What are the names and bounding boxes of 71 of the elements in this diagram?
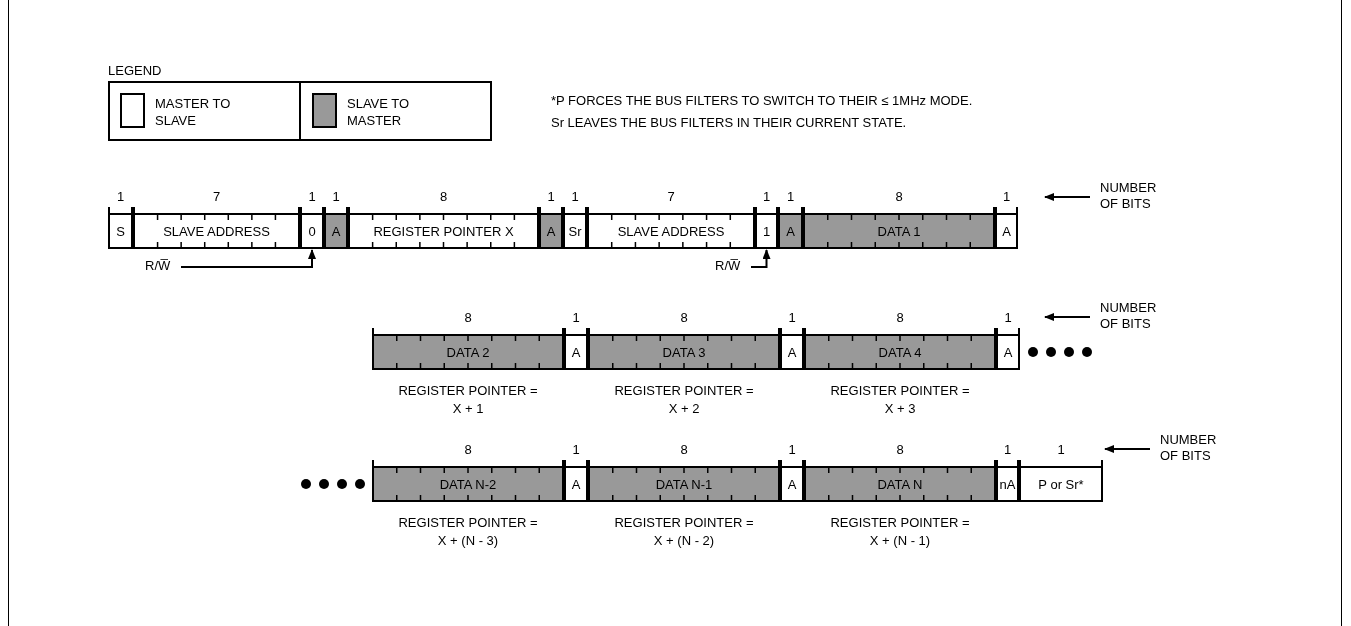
bit-count: 1 <box>331 189 341 204</box>
signal-label: R/W̅ <box>145 258 179 274</box>
leader-line <box>1104 445 1151 453</box>
bit-field: A <box>564 334 588 370</box>
bit-count: 1 <box>1001 189 1012 204</box>
bit-field: SLAVE ADDRESS <box>587 213 755 249</box>
bit-count: 8 <box>463 310 473 325</box>
annotation-text: NUMBER OF BITS <box>1160 432 1232 464</box>
bit-count: 8 <box>895 442 905 457</box>
bit-field: DATA 1 <box>803 213 995 249</box>
bit-field: A <box>780 466 804 502</box>
bit-count: 1 <box>570 189 580 204</box>
leader-line <box>1044 193 1091 201</box>
register-pointer-caption: REGISTER POINTER = X + 3 <box>829 382 971 418</box>
bit-field: REGISTER POINTER X <box>348 213 539 249</box>
register-pointer-caption: REGISTER POINTER = X + (N - 1) <box>829 514 971 550</box>
bit-count: 1 <box>787 442 797 457</box>
bit-count: 1 <box>115 189 126 204</box>
bit-count: 1 <box>787 310 797 325</box>
bit-count: 1 <box>1002 442 1013 457</box>
bit-field: A <box>995 213 1018 249</box>
annotation-text: NUMBER OF BITS <box>1100 180 1172 212</box>
bit-count: 1 <box>1003 310 1013 325</box>
legend-title: LEGEND <box>108 63 162 78</box>
bit-count: 8 <box>895 310 905 325</box>
leader-line <box>180 249 316 268</box>
bit-field: 1 <box>755 213 778 249</box>
bit-count: 8 <box>438 189 449 204</box>
bit-count: 1 <box>307 189 317 204</box>
bit-field: A <box>564 466 588 502</box>
bit-field: A <box>780 334 804 370</box>
signal-label: R/W̅ <box>715 258 749 274</box>
bit-field: P or Sr* <box>1019 466 1103 502</box>
bit-field: DATA N-1 <box>588 466 780 502</box>
bit-field: SLAVE ADDRESS <box>133 213 300 249</box>
bit-field: DATA 4 <box>804 334 996 370</box>
bit-field: A <box>539 213 563 249</box>
legend-text: MASTER TO SLAVE <box>155 95 232 129</box>
bit-count: 1 <box>546 189 556 204</box>
bit-count: 7 <box>211 189 222 204</box>
bit-count: 8 <box>679 310 689 325</box>
bit-count: 1 <box>571 442 581 457</box>
bit-count: 8 <box>463 442 473 457</box>
bit-count: 7 <box>666 189 676 204</box>
bit-field: Sr <box>563 213 587 249</box>
bit-count: 1 <box>571 310 581 325</box>
bit-field: DATA 3 <box>588 334 780 370</box>
annotation-text: NUMBER OF BITS <box>1100 300 1172 332</box>
bit-field: DATA N-2 <box>372 466 564 502</box>
bit-field: A <box>996 334 1020 370</box>
bit-field: A <box>778 213 803 249</box>
register-pointer-caption: REGISTER POINTER = X + (N - 3) <box>397 514 539 550</box>
bit-field: nA <box>996 466 1019 502</box>
bit-field: S <box>108 213 133 249</box>
bit-field: A <box>324 213 348 249</box>
bit-count: 8 <box>894 189 904 204</box>
legend-text: SLAVE TO MASTER <box>347 95 411 129</box>
bit-count: 1 <box>1056 442 1066 457</box>
note-text: Sr LEAVES THE BUS FILTERS IN THEIR CURRENT STATE. <box>551 115 907 130</box>
register-pointer-caption: REGISTER POINTER = X + 2 <box>613 382 755 418</box>
bit-field: 0 <box>300 213 324 249</box>
bit-field: DATA N <box>804 466 996 502</box>
leader-line <box>750 249 771 268</box>
bit-count: 1 <box>785 189 796 204</box>
register-pointer-caption: REGISTER POINTER = X + (N - 2) <box>613 514 755 550</box>
bit-field: DATA 2 <box>372 334 564 370</box>
note-text: *P FORCES THE BUS FILTERS TO SWITCH TO THEIR ≤ 1MHz MODE. <box>551 93 973 108</box>
register-pointer-caption: REGISTER POINTER = X + 1 <box>397 382 539 418</box>
bit-count: 8 <box>679 442 689 457</box>
bit-count: 1 <box>761 189 772 204</box>
leader-line <box>1044 313 1091 321</box>
